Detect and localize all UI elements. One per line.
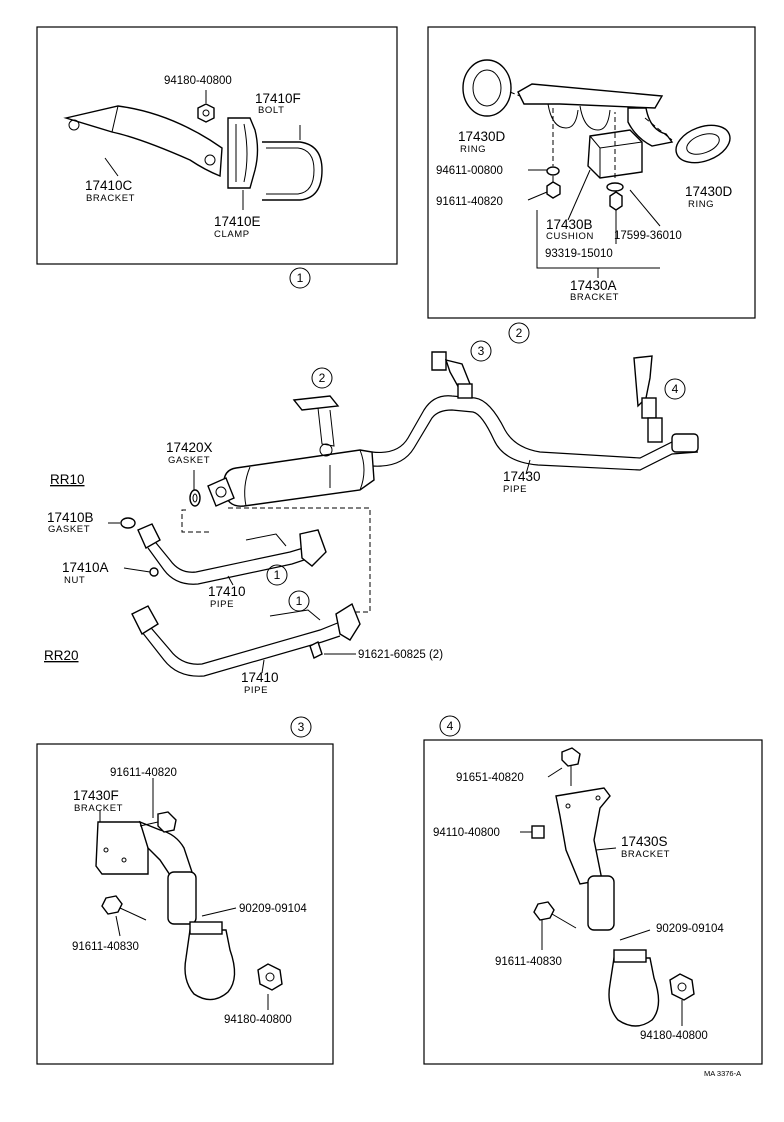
front-pipe-rr20-drawing [131, 602, 361, 677]
bolt-91611-40820-drawing [546, 176, 561, 199]
callout-2-box: 2 [516, 326, 523, 340]
callout-3-box: 3 [298, 720, 305, 734]
label-box4-bolt-left: 91611-40830 [495, 956, 562, 968]
label-tail-pipe-no: 17430 [503, 469, 541, 484]
label-box2-bracket-name: BRACKET [570, 292, 619, 303]
bracket-17430s-drawing [555, 787, 611, 885]
label-tail-pipe-name: PIPE [503, 484, 527, 495]
label-box2-ring-r-no: 17430D [685, 184, 733, 199]
hanger-90209-09104-box3-drawing [167, 871, 197, 925]
pipe-hanger-3-drawing [431, 351, 473, 399]
callout-1-rr20: 1 [296, 594, 303, 608]
bolt-93319-15010-drawing [609, 191, 623, 220]
callout-4-box: 4 [447, 719, 454, 733]
bolt-91611-40830-box4-drawing [533, 901, 577, 929]
label-pipe-rr10-no: 17410 [208, 584, 246, 599]
label-gasket-17420x-no: 17420X [166, 440, 213, 455]
ring-17430d-left-drawing [462, 59, 512, 117]
label-box1-bolt-name: BOLT [258, 105, 285, 116]
label-box2-part-b: 93319-15010 [545, 248, 613, 260]
label-gasket-17410b-name: GASKET [48, 524, 90, 535]
label-box2-cushion-no: 17430B [546, 217, 593, 232]
label-box2-cushion-name: CUSHION [546, 231, 594, 242]
label-box3-bracket-no: 17430F [73, 788, 119, 803]
pipe-hanger-4-drawing [633, 355, 663, 443]
tail-pipe-17430-drawing [371, 395, 699, 471]
label-box2-bracket-no: 17430A [570, 278, 617, 293]
label-gasket-17410b-no: 17410B [47, 510, 94, 525]
nut-94180-40800-drawing [197, 90, 215, 123]
nut-94180-40800-box4-drawing [669, 973, 695, 1001]
label-box3-bolt-top: 91611-40820 [110, 767, 177, 779]
u-bolt-17410f-drawing [262, 125, 323, 201]
label-box4-bracket-no: 17430S [621, 834, 668, 849]
clamp-box4-drawing [608, 949, 660, 1027]
label-nut-17410a-name: NUT [64, 575, 85, 586]
label-box2-ring-l-name: RING [460, 144, 486, 155]
gasket-17410b-drawing [120, 517, 136, 529]
label-box2-ring-l-no: 17430D [458, 129, 506, 144]
label-box1-clamp-no: 17410E [214, 214, 261, 229]
callout-4-main: 4 [672, 382, 679, 396]
washer-17599-36010-drawing [606, 182, 624, 192]
bolt-91611-40830-box3-drawing [101, 895, 147, 921]
label-box4-bolt-top: 91651-40820 [456, 772, 524, 784]
label-box2-washer: 94611-00800 [436, 165, 503, 177]
label-box1-bracket-name: BRACKET [86, 193, 135, 204]
label-box4-bracket-name: BRACKET [621, 849, 670, 860]
detail-box-2: 17430D RING 94611-00800 91611-40820 1743… [427, 26, 756, 344]
label-box1-bracket-no: 17410C [85, 178, 133, 193]
bolt-91611-40820-box3-drawing [139, 811, 177, 833]
label-model-rr20: RR20 [44, 648, 79, 663]
label-box3-bracket-name: BRACKET [74, 803, 123, 814]
label-box4-nut-mid: 94110-40800 [433, 827, 500, 839]
drawing-reference: MA 3376-A [704, 1069, 741, 1078]
muffler-hanger-drawing [292, 395, 340, 488]
label-main-bolt: 91621-60825 (2) [358, 649, 443, 661]
bolt-91651-40820-drawing [561, 747, 581, 786]
nut-94110-40800-drawing [531, 825, 545, 839]
washer-94611-00800-drawing [546, 166, 560, 176]
label-box1-nut: 94180-40800 [164, 75, 232, 87]
detail-box-1: 94180-40800 17410F BOLT 17410C BRACKET 1… [36, 26, 398, 289]
nut-17410a-drawing [149, 567, 159, 577]
clamp-box3-drawing [184, 921, 236, 1001]
main-assembly: RR10 RR20 17420X GASKET 17410B GASKET 17… [44, 340, 699, 696]
muffler-drawing [207, 449, 375, 507]
label-model-rr10: RR10 [50, 472, 85, 487]
label-gasket-17420x-name: GASKET [168, 455, 210, 466]
label-box1-bolt-no: 17410F [255, 91, 301, 106]
bracket-17430a-drawing [517, 83, 674, 147]
gasket-17420x-drawing [189, 489, 201, 507]
label-box4-hanger: 90209-09104 [656, 923, 724, 935]
label-box4-nut: 94180-40800 [640, 1030, 708, 1042]
nut-94180-40800-box3-drawing [257, 963, 283, 991]
label-nut-17410a-no: 17410A [62, 560, 109, 575]
detail-box-3: 3 [36, 716, 334, 1065]
label-pipe-rr20-name: PIPE [244, 685, 268, 696]
detail-box-4: 4 [423, 715, 763, 1065]
hanger-90209-09104-box4-drawing [587, 875, 615, 931]
bracket-17430f-drawing [95, 820, 193, 879]
label-pipe-rr10-name: PIPE [210, 599, 234, 610]
label-box1-clamp-name: CLAMP [214, 229, 250, 240]
label-box3-nut: 94180-40800 [224, 1014, 292, 1026]
ring-17430d-right-drawing [675, 124, 731, 164]
label-box2-bolt: 91611-40820 [436, 196, 503, 208]
callout-1-rr10: 1 [274, 568, 281, 582]
label-box2-ring-r-name: RING [688, 199, 714, 210]
label-box3-hanger: 90209-09104 [239, 903, 307, 915]
callout-2-main: 2 [319, 371, 326, 385]
callout-3-main: 3 [478, 344, 485, 358]
label-box2-part-a: 17599-36010 [614, 230, 682, 242]
clamp-17410e-drawing [227, 117, 259, 189]
callout-1-box: 1 [297, 271, 304, 285]
label-box3-bolt-left: 91611-40830 [72, 941, 139, 953]
label-pipe-rr20-no: 17410 [241, 670, 279, 685]
front-pipe-rr10-drawing [137, 523, 327, 585]
bracket-17410c-drawing [63, 105, 223, 178]
